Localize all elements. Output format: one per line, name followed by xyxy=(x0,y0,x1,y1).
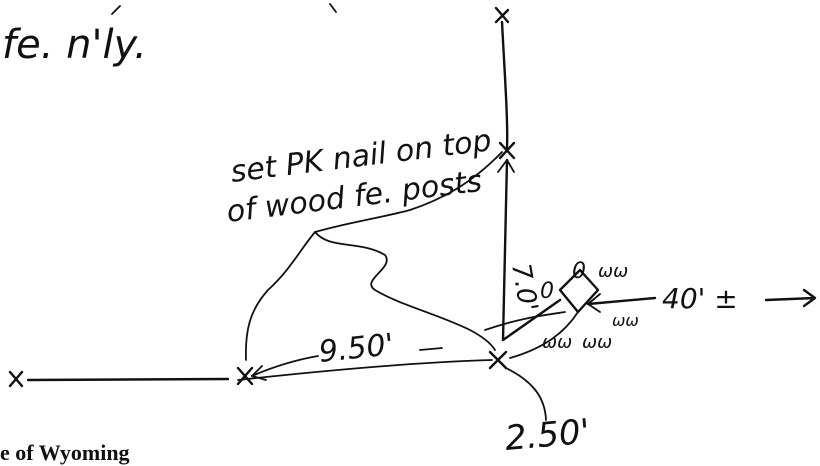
bottom-connector xyxy=(237,359,493,381)
dim-right: 40' ± xyxy=(662,282,738,315)
mark-ww-4: ωω xyxy=(612,311,639,330)
mark-ww-2: ωω xyxy=(542,332,572,353)
mark-ww-3: ωω xyxy=(582,332,612,353)
mark-o1: 0 xyxy=(540,279,554,304)
right-arrow-line xyxy=(586,296,657,306)
leader-squiggle xyxy=(314,231,496,351)
vertical-arrow-head xyxy=(497,159,515,173)
horizontal-dim-arrow-head xyxy=(251,365,267,381)
bottom-dim-curve xyxy=(505,367,547,421)
left-horizontal-line xyxy=(26,377,230,382)
top-x-mark xyxy=(494,6,510,24)
right-arrow-head-left xyxy=(587,293,601,313)
mark-ww-1: ωω xyxy=(598,261,628,282)
dim-horizontal: 9.50' xyxy=(317,327,395,370)
leader-line-left xyxy=(244,231,316,361)
bottom-left-x-mark xyxy=(8,370,24,388)
horizontal-dim-line-right xyxy=(419,347,443,351)
top-vertical-line xyxy=(500,20,509,150)
curve-lower-b xyxy=(509,311,579,359)
vertical-dimension-line xyxy=(501,158,562,342)
curve-lower-a xyxy=(484,311,566,331)
mark-o2: 0 xyxy=(572,259,586,284)
dim-vertical: 7.0' xyxy=(505,261,543,314)
bottom-mid-x-mark xyxy=(236,366,254,386)
horizontal-dim-line-left xyxy=(251,355,319,377)
bottom-right-x-mark xyxy=(488,350,508,370)
top-note: fe. n'ly. xyxy=(2,22,147,68)
dim-bottom: 2.50' xyxy=(503,412,591,459)
far-right-arrow xyxy=(764,288,817,308)
middle-x-mark xyxy=(498,141,516,160)
leader-line-top xyxy=(314,151,503,233)
footer-title: e of Wyoming xyxy=(0,440,130,465)
building-square xyxy=(558,268,600,314)
top-note-stroke xyxy=(111,3,337,15)
